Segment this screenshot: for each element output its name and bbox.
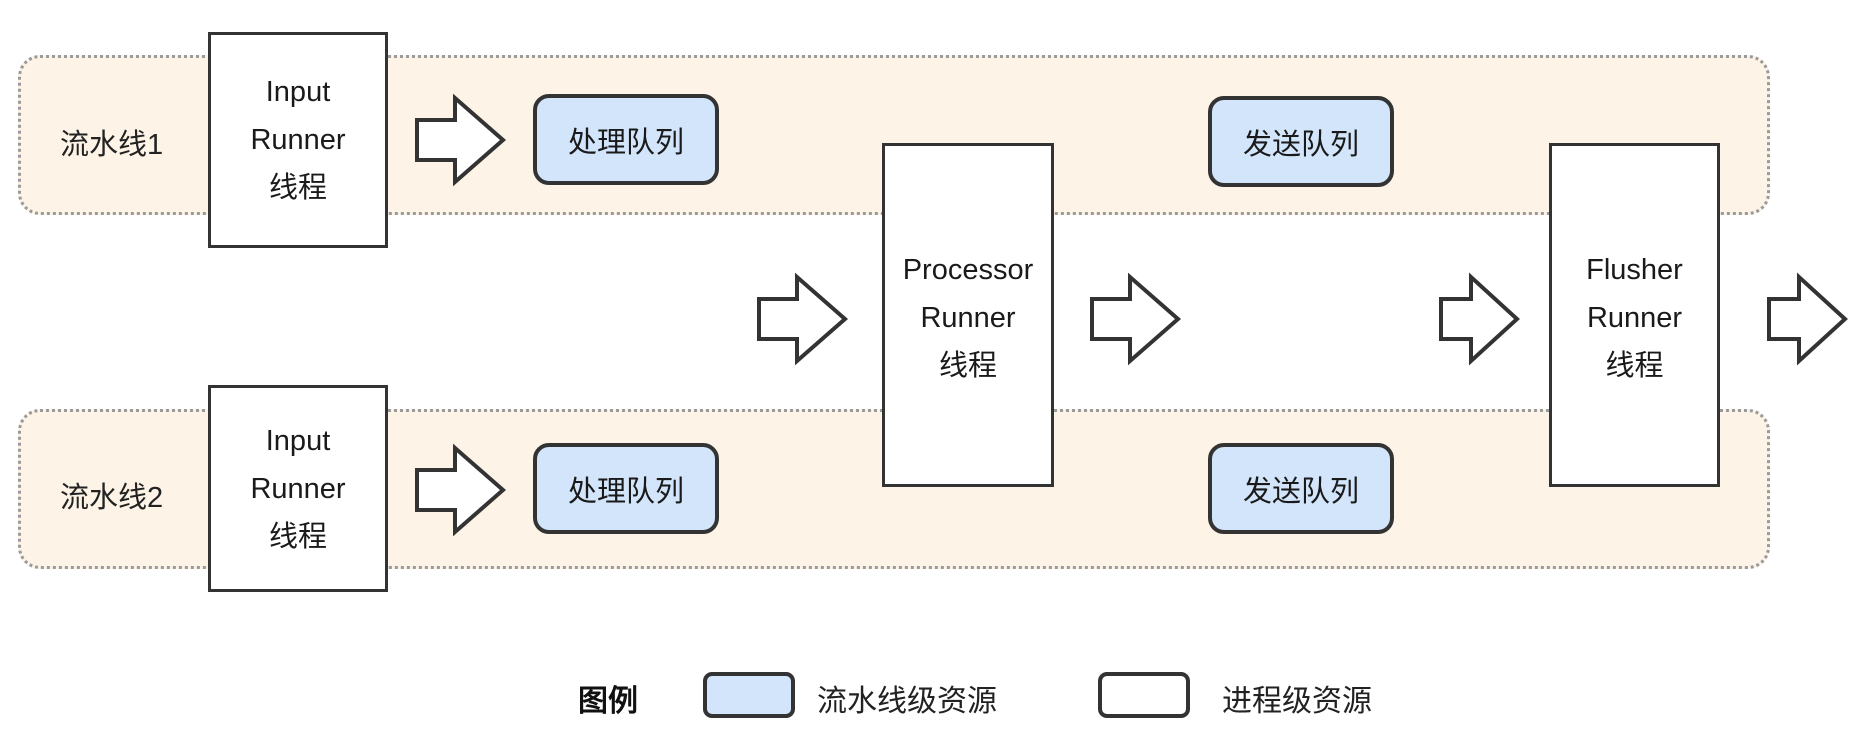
arrow-right-icon — [1439, 272, 1520, 366]
legend-label-process-resource: 进程级资源 — [1222, 685, 1372, 718]
send-queue-2: 发送队列 — [1208, 443, 1394, 534]
arrow-right-icon — [415, 93, 507, 187]
arrow-right-icon — [1767, 272, 1848, 366]
input-runner-line-1: Input — [265, 424, 331, 457]
pipeline-label-2: 流水线2 — [60, 482, 164, 514]
processor-runner-thread: Processor Runner 线程 — [882, 143, 1054, 487]
input-runner-line-2: Runner — [250, 124, 346, 156]
input-runner-thread-2: Input Runner 线程 — [208, 385, 388, 592]
processor-runner-line-3: 线程 — [938, 350, 997, 382]
input-runner-line-3: 线程 — [268, 172, 327, 204]
legend-title: 图例 — [578, 685, 638, 718]
process-queue-2: 处理队列 — [533, 443, 719, 534]
arrow-right-icon — [415, 443, 507, 537]
input-runner-line-2: Runner — [250, 472, 346, 505]
flusher-runner-thread: Flusher Runner 线程 — [1549, 143, 1720, 487]
flusher-runner-line-1: Flusher — [1586, 254, 1683, 286]
input-runner-line-1: Input — [265, 76, 331, 108]
legend-label-pipeline-resource: 流水线级资源 — [817, 685, 997, 718]
send-queue-1: 发送队列 — [1208, 96, 1394, 187]
legend-swatch-pipeline-resource — [703, 672, 795, 718]
input-runner-line-3: 线程 — [268, 520, 327, 553]
legend-swatch-process-resource — [1098, 672, 1190, 718]
pipeline-label-1: 流水线1 — [60, 129, 164, 161]
input-runner-thread-1: Input Runner 线程 — [208, 32, 388, 248]
processor-runner-line-2: Runner — [920, 302, 1016, 334]
arrow-right-icon — [1090, 272, 1182, 366]
processor-runner-line-1: Processor — [902, 254, 1034, 286]
flusher-runner-line-2: Runner — [1586, 302, 1683, 334]
flusher-runner-line-3: 线程 — [1605, 350, 1664, 382]
process-queue-1: 处理队列 — [533, 94, 719, 185]
arrow-right-icon — [757, 272, 849, 366]
